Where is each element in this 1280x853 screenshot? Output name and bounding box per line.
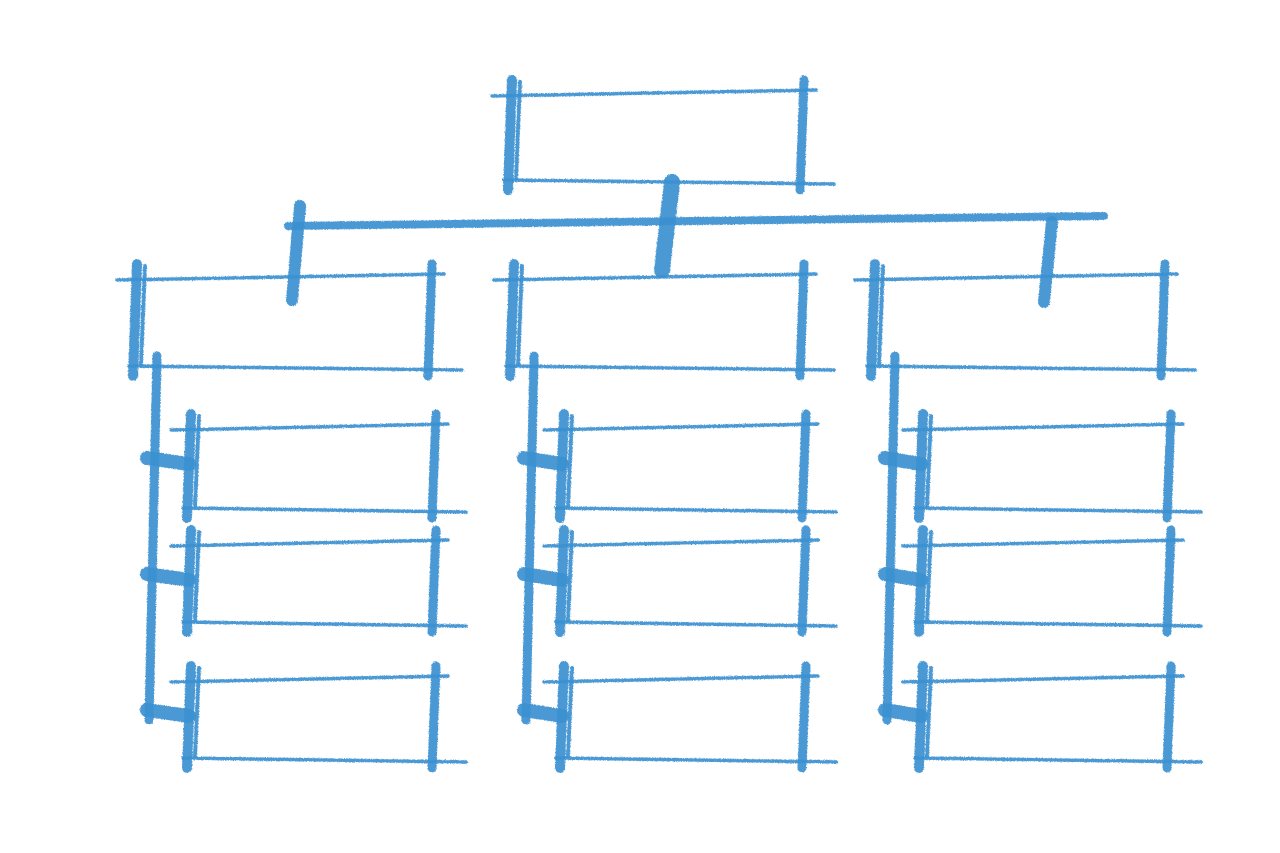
column-0-head-node-left-edge-2 [139,264,147,366]
column-0-child-0-node-left-edge [182,409,196,523]
column-1-child-2-node [542,661,838,773]
column-2-child-2-elbow [878,703,928,723]
column-0-child-0-node-top-edge [169,422,450,432]
column-2-child-0-node-right-edge [1162,409,1176,523]
column-1-child-1-elbow [517,567,569,587]
column-2-child-1-node [901,525,1203,637]
column-2-head-node-left-edge [866,259,880,381]
column-0-child-2-node-right-edge [427,661,441,773]
column-1-child-1-node [542,525,838,637]
column-0-child-1-node-right-edge [427,525,441,637]
column-0-drop-connector [286,200,306,306]
column-0-child-0-node-right-edge [427,409,441,523]
column-2-child-0-node-top-edge [901,422,1185,432]
connector-lines [140,174,1108,725]
root-node-bottom-edge [502,178,836,186]
column-0-head-node [115,259,464,381]
root-down-connector [654,174,680,278]
column-2-child-2-node-top-edge [901,674,1185,684]
column-2-head-node-left-edge-2 [877,264,885,366]
column-0-child-1-node [169,525,468,637]
column-1-child-0-elbow [517,451,569,471]
column-2-child-0-elbow [878,451,928,471]
column-0-head-node-right-edge [423,259,437,381]
column-0-child-1-node-bottom-edge [181,620,468,628]
column-2-child-0-node-left-edge-2 [925,414,933,508]
column-1-child-0-node-top-edge [542,422,820,432]
column-2-child-1-node-top-edge [901,538,1185,548]
root-node [490,75,836,195]
column-0-child-2-node-bottom-edge [181,756,468,764]
column-2-child-2-node-left-edge [914,661,928,773]
column-1-child-1-node-bottom-edge [554,620,838,628]
column-2-child-0-node [901,409,1203,523]
column-1-head-node-left-edge-2 [516,264,524,366]
column-0-child-1-node-left-edge-2 [193,530,201,622]
column-0-child-1-node-top-edge [169,538,450,548]
column-2-child-1-node-bottom-edge [913,620,1203,628]
column-2-drop-connector [1038,216,1058,308]
column-1-head-node-right-edge [795,259,809,381]
column-2-head-node [853,259,1197,381]
column-2-child-2-node-bottom-edge [913,756,1203,764]
root-node-top-edge [490,88,818,98]
column-2-child-2-node-left-edge-2 [925,666,933,758]
column-2-child-1-node-left-edge-2 [925,530,933,622]
column-0-child-1-elbow [140,567,196,587]
column-2-child-2-node [901,661,1203,773]
column-1-child-1-node-top-edge [542,538,820,548]
column-2-head-node-bottom-edge [865,364,1197,372]
column-1-head-node [492,259,836,381]
column-2-child-0-node-left-edge [914,409,928,523]
org-nodes [115,75,1203,773]
column-1-spine-connector [521,351,539,725]
column-2-head-node-top-edge [853,272,1179,282]
column-2-child-1-node-left-edge [914,525,928,637]
column-1-child-2-node-right-edge [797,661,811,773]
column-0-child-2-elbow [140,703,196,723]
column-1-head-node-left-edge [505,259,519,381]
column-0-child-0-node [169,409,468,523]
column-0-head-node-left-edge [128,259,142,381]
column-1-child-2-node-left-edge-2 [566,666,574,758]
column-0-head-node-top-edge [115,272,446,282]
column-2-spine-connector [882,351,900,725]
column-1-child-2-node-bottom-edge [554,756,838,764]
column-1-child-1-node-right-edge [797,525,811,637]
column-0-spine-connector [144,351,162,725]
root-node-left-edge-2 [514,80,522,180]
column-2-head-node-right-edge [1156,259,1170,381]
column-1-child-1-node-left-edge [555,525,569,637]
column-0-child-0-node-left-edge-2 [193,414,201,508]
top-horizontal-connector [284,212,1108,230]
column-0-child-1-node-left-edge [182,525,196,637]
column-0-child-0-elbow [140,451,196,471]
column-0-child-0-node-bottom-edge [181,506,468,514]
column-1-child-2-node-left-edge [555,661,569,773]
root-node-right-edge [795,75,809,195]
column-1-child-2-node-top-edge [542,674,820,684]
column-2-child-1-node-right-edge [1162,525,1176,637]
column-1-head-node-top-edge [492,272,818,282]
column-1-child-1-node-left-edge-2 [566,530,574,622]
column-1-child-0-node-bottom-edge [554,506,838,514]
column-0-child-2-node [169,661,468,773]
column-0-child-2-node-left-edge [182,661,196,773]
column-0-child-2-node-top-edge [169,674,450,684]
column-1-child-2-elbow [517,703,569,723]
column-1-child-0-node-left-edge [555,409,569,523]
column-2-child-0-node-bottom-edge [913,506,1203,514]
column-1-head-node-bottom-edge [504,364,836,372]
root-node-left-edge [503,75,517,195]
column-0-child-2-node-left-edge-2 [193,666,201,758]
column-1-child-0-node-left-edge-2 [566,414,574,508]
column-2-child-2-node-right-edge [1162,661,1176,773]
column-1-child-0-node [542,409,838,523]
column-0-head-node-bottom-edge [127,364,464,372]
column-1-child-0-node-right-edge [797,409,811,523]
column-2-child-1-elbow [878,567,928,587]
